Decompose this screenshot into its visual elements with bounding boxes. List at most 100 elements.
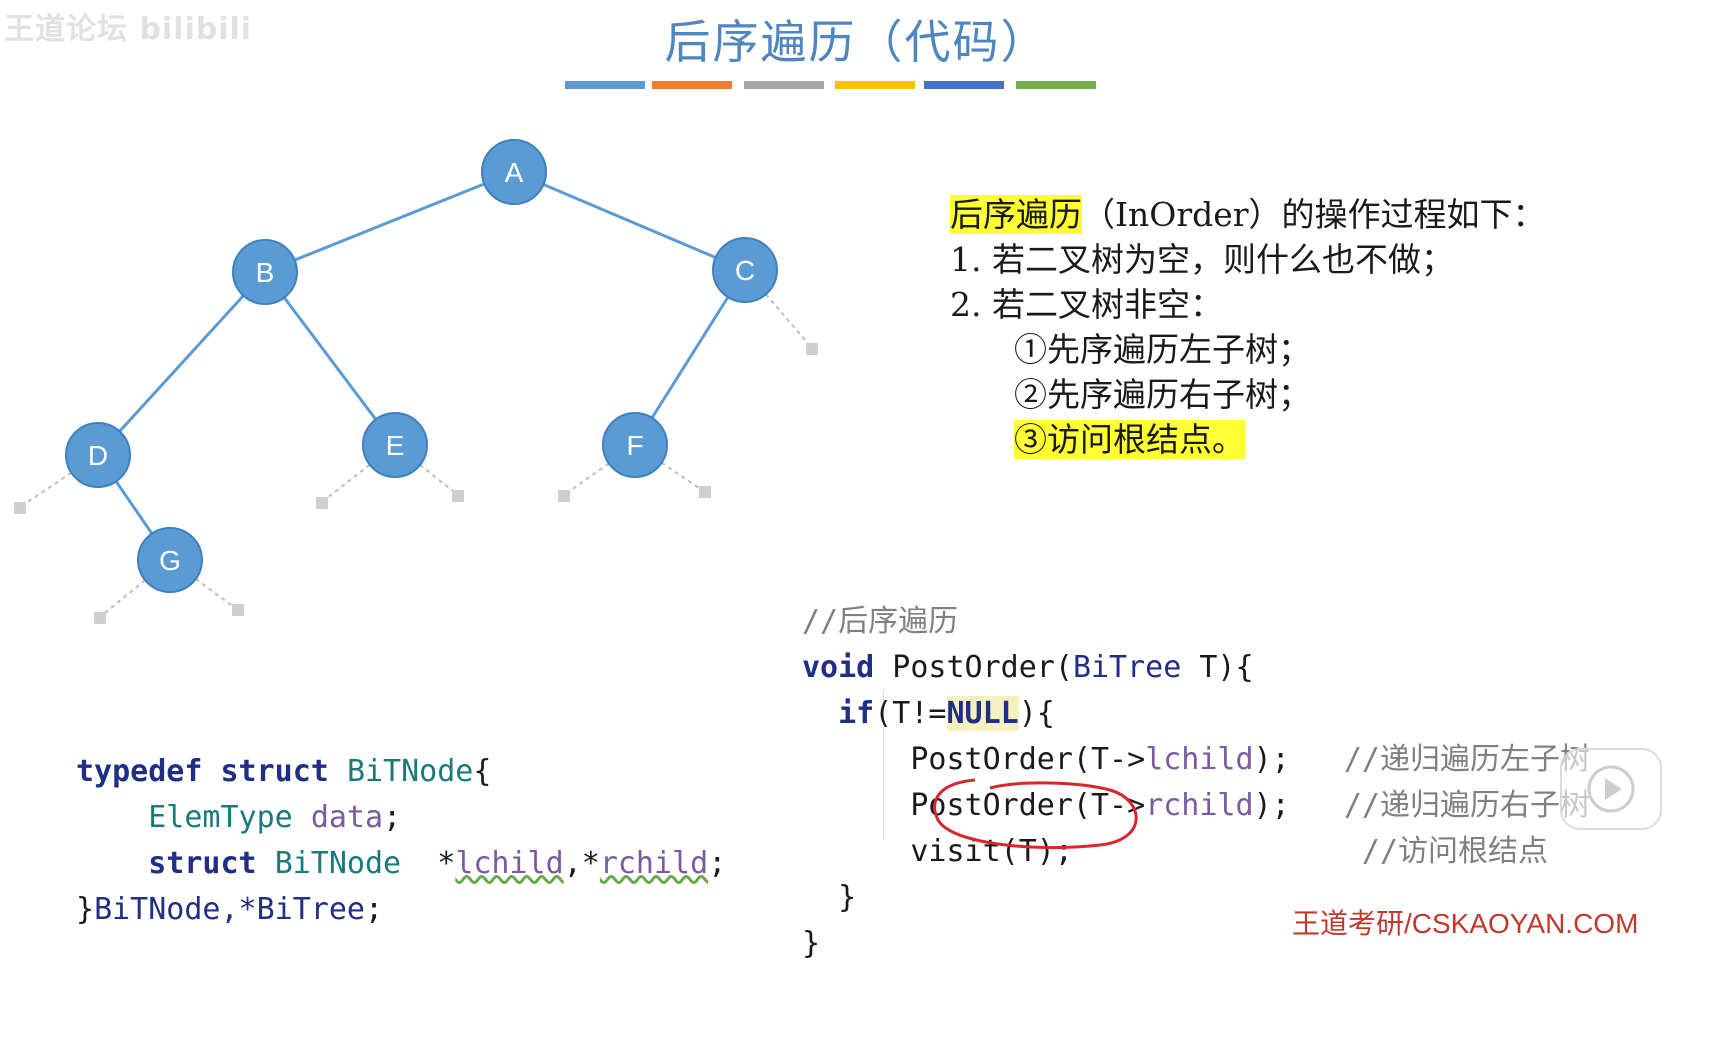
slide: 王道论坛 bilibili 后序遍历（代码） — [4, 12, 1662, 961]
play-button[interactable] — [1560, 748, 1662, 830]
code-punct: { — [473, 754, 492, 789]
keyword: void — [802, 650, 875, 685]
null-constant: NULL — [946, 696, 1019, 731]
null-marker — [14, 502, 26, 514]
tree-node-e — [362, 412, 428, 478]
code-comment: //递归遍历右子树 — [1343, 788, 1590, 823]
title-stripe — [835, 81, 915, 89]
type-name: BiTree — [1072, 650, 1182, 685]
footer-brand: 王道考研/CSKAOYAN.COM — [1292, 908, 1639, 939]
null-marker — [806, 343, 818, 355]
tree-edge-a-c — [513, 170, 746, 272]
null-marker — [316, 497, 328, 509]
null-marker — [558, 490, 570, 502]
code-line: PostOrder(T->rchild); //递归遍历右子树 — [802, 783, 1590, 829]
keyword: if — [838, 696, 875, 731]
tree-edge-b-e — [263, 271, 397, 446]
type-name: BiTNode — [274, 846, 402, 881]
null-edge — [169, 559, 239, 611]
description-line: ③访问根结点。 — [950, 417, 1546, 462]
description-line: 1. 若二叉树为空，则什么也不做； — [950, 240, 1454, 279]
code-punct: ; — [708, 846, 727, 881]
title-stripe — [924, 81, 1004, 89]
code-punct: } — [802, 926, 821, 961]
code-punct: ; — [383, 800, 402, 835]
tree-node-a — [481, 139, 547, 205]
highlight-postorder: 后序遍历 — [950, 195, 1082, 234]
null-edge — [563, 444, 636, 496]
code-line: void PostOrder(BiTree T){ — [802, 645, 1590, 691]
code-comment: //后序遍历 — [802, 604, 959, 639]
tree-node-g — [137, 527, 203, 593]
code-punct: ); — [1253, 788, 1290, 823]
description-text: （InOrder）的操作过程如下： — [1082, 195, 1546, 234]
tree-node-b — [232, 239, 298, 305]
tree-edge-a-b — [264, 170, 515, 274]
binary-tree-diagram: A B C D E F G — [14, 139, 818, 624]
traversal-description: 后序遍历（InOrder）的操作过程如下： 1. 若二叉树为空，则什么也不做； … — [950, 192, 1546, 462]
code-line: if(T!=NULL){ — [802, 691, 1590, 737]
function-name: PostOrder( — [874, 650, 1073, 685]
code-comment: //访问根结点 — [1361, 834, 1549, 869]
code-punct: T){ — [1181, 650, 1254, 685]
tree-node-label: G — [159, 545, 181, 576]
code-punct: * — [437, 846, 456, 881]
null-edge — [634, 444, 706, 493]
field-name: rchild — [1145, 788, 1254, 823]
field-name: data — [310, 800, 384, 835]
tree-node-label: C — [735, 255, 755, 286]
tree-node-f — [602, 412, 668, 478]
null-marker — [232, 604, 244, 616]
code-punct: } — [76, 892, 95, 927]
type-name: BiTNode,*BiTree — [94, 892, 365, 927]
struct-definition-code: typedef struct BiTNode{ ElemType data; s… — [76, 703, 726, 1025]
slide-title: 后序遍历（代码） — [664, 15, 1049, 69]
tree-node-label: B — [256, 257, 275, 288]
description-line: ①先序遍历左子树； — [1014, 330, 1311, 369]
null-marker — [699, 486, 711, 498]
title-stripe — [565, 81, 645, 89]
field-name: lchild — [455, 846, 564, 881]
tree-edge-b-d — [96, 270, 267, 457]
code-line: }BiTNode,*BiTree; — [76, 887, 726, 933]
indent-guide — [883, 690, 884, 840]
tree-node-d — [65, 422, 131, 488]
field-name: rchild — [599, 846, 709, 881]
code-punct: } — [838, 880, 857, 915]
code-line: } — [802, 875, 1590, 921]
tree-node-label: F — [626, 430, 643, 461]
null-edge — [394, 444, 459, 496]
function-call: PostOrder(T-> — [910, 788, 1146, 823]
postorder-function-code: //后序遍历 void PostOrder(BiTree T){ if(T!=NU… — [802, 553, 1590, 1059]
field-name: lchild — [1145, 742, 1254, 777]
visit-call: visit(T); — [910, 834, 1073, 869]
watermark: 王道论坛 bilibili — [4, 12, 253, 47]
code-punct: ,* — [563, 846, 600, 881]
tree-node-label: A — [505, 157, 524, 188]
title-stripe — [1016, 81, 1096, 89]
code-line: visit(T); //访问根结点 — [802, 829, 1590, 875]
keyword: struct — [148, 846, 257, 881]
tree-node-label: E — [386, 430, 405, 461]
title-stripe — [652, 81, 732, 89]
code-line: struct BiTNode *lchild,*rchild; — [76, 841, 726, 887]
type-name: ElemType — [148, 800, 293, 835]
function-call: PostOrder(T-> — [910, 742, 1146, 777]
play-icon — [1587, 765, 1635, 813]
code-punct: ); — [1253, 742, 1290, 777]
type-name: BiTNode — [346, 754, 474, 789]
code-comment: //递归遍历左子树 — [1343, 742, 1590, 777]
description-line: 后序遍历（InOrder）的操作过程如下： — [950, 192, 1546, 237]
keyword: typedef — [76, 754, 203, 789]
code-punct: ; — [365, 892, 384, 927]
code-punct: (T!= — [874, 696, 947, 731]
code-line: ElemType data; — [76, 795, 726, 841]
title-stripe — [744, 81, 824, 89]
code-line: typedef struct BiTNode{ — [76, 749, 726, 795]
highlight-visit-root: ③访问根结点。 — [1014, 420, 1245, 459]
code-punct: ){ — [1018, 696, 1055, 731]
null-marker — [452, 490, 464, 502]
description-line: ②先序遍历右子树； — [1014, 375, 1311, 414]
null-marker — [94, 612, 106, 624]
tree-node-label: D — [88, 440, 108, 471]
